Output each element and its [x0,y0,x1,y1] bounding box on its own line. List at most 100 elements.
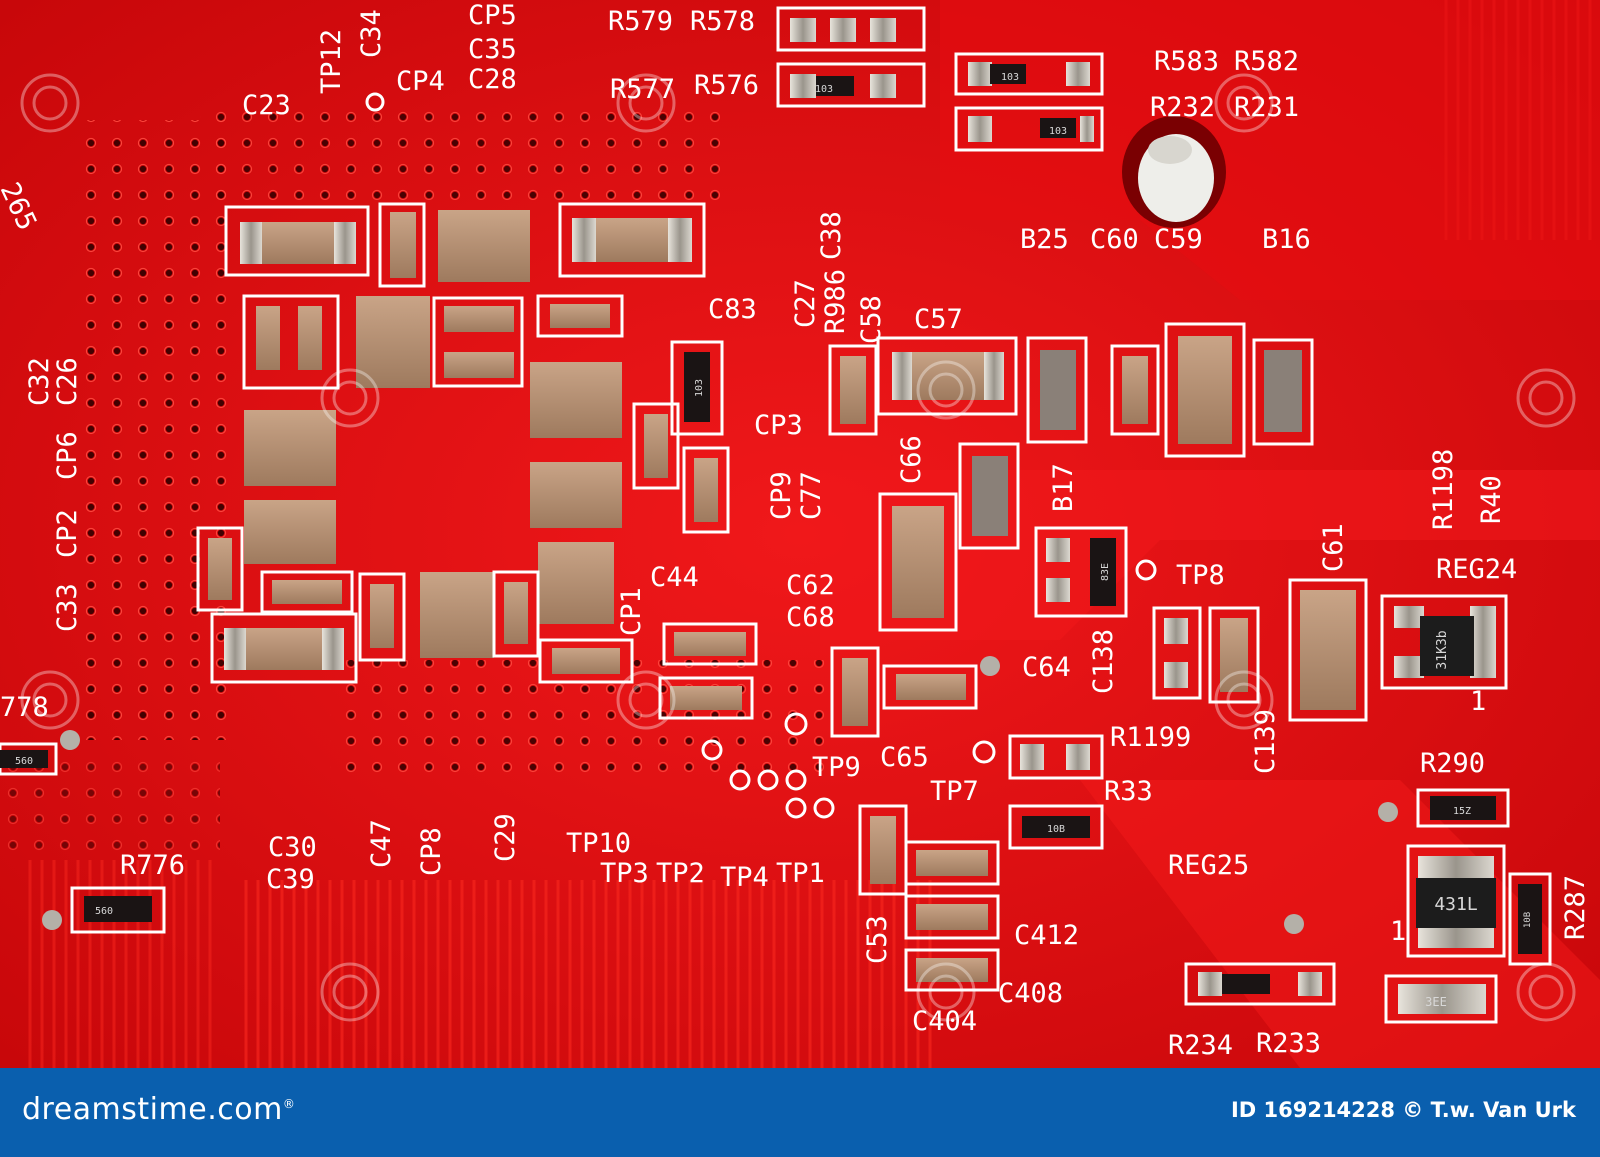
silkscreen-label: C53 [862,915,893,964]
silkscreen-label: R579 [608,6,673,37]
silkscreen-label: B25 [1020,224,1069,255]
silkscreen-label: REG25 [1168,850,1249,881]
silkscreen-label: 1 [1470,686,1486,717]
silkscreen-label: CP1 [616,587,647,636]
silkscreen-label: C65 [880,742,929,773]
credit-bar: dreamstime.com® ID 169214228 © T.w. Van … [0,1068,1600,1157]
watermark-overlay [20,73,1576,1022]
silkscreen-label: B16 [1262,224,1311,255]
silkscreen-label: CP6 [52,431,83,480]
silkscreen-label: C60 [1090,224,1139,255]
silkscreen-label: TP7 [930,776,979,807]
silkscreen-label: C44 [650,562,699,593]
silkscreen-label: R583 [1154,46,1219,77]
chip-marking: 10B [1047,824,1065,835]
silkscreen-label: C38 [816,211,847,260]
silkscreen-label: C61 [1318,523,1349,572]
silkscreen-label: C64 [1022,652,1071,683]
silkscreen-label: C23 [242,90,291,121]
silkscreen-label: C62 [786,570,835,601]
silkscreen-label: R578 [690,6,755,37]
chip-marking: 103 [694,379,705,397]
silkscreen-label: R40 [1476,475,1507,524]
silkscreen-label: R33 [1104,776,1153,807]
silkscreen-label: R776 [120,850,185,881]
silkscreen-label: R582 [1234,46,1299,77]
silkscreen-label: C33 [52,583,83,632]
silkscreen-label: R232 [1150,92,1215,123]
silkscreen-label: R986 [820,269,851,334]
silkscreen-label: 1 [1390,916,1406,947]
silkscreen-label: C138 [1088,629,1119,694]
silkscreen-label: TP1 [776,858,825,889]
silkscreen-label: 778 [0,692,49,723]
silkscreen-label: C77 [796,471,827,520]
chip-marking: 103 [1049,126,1067,137]
silkscreen-label: C412 [1014,920,1079,951]
silkscreen-label: C26 [52,357,83,406]
image-id-credit: ID 169214228 © T.w. Van Urk [1230,1098,1576,1122]
silkscreen-label: R1198 [1428,449,1459,530]
chip-marking: 3EE [1425,995,1447,1009]
silkscreen-label: CP3 [754,410,803,441]
silkscreen-label: REG24 [1436,554,1517,585]
silkscreen-label: TP2 [656,858,705,889]
silkscreen-label: R233 [1256,1028,1321,1059]
chip-markings: 103 103 103 103 560 560 10B 10B 15Z 3EE 31K3b 431L 8… [15,72,1533,1009]
silkscreen-label: C32 [24,357,55,406]
silkscreen-label: C30 [268,832,317,863]
silkscreen-label: R234 [1168,1030,1233,1061]
silkscreen-label: R287 [1560,875,1591,940]
silkscreen-label: C39 [266,864,315,895]
chip-marking: 31K3b [1435,630,1450,669]
silkscreen-label: C139 [1250,709,1281,774]
silkscreen-label: CP4 [396,66,445,97]
silkscreen-label: C57 [914,304,963,335]
chip-marking: 103 [1001,72,1019,83]
chip-marking: 560 [95,906,113,917]
silkscreen-label: TP12 [316,29,347,94]
chip-marking: 431L [1434,894,1478,915]
silkscreen-label: C58 [856,295,887,344]
dreamstime-logo: dreamstime.com® [22,1092,295,1127]
silkscreen-label: CP2 [52,509,83,558]
registered-mark: ® [282,1097,296,1111]
silkscreen-label: C27 [790,279,821,328]
silkscreen-label: TP4 [720,862,769,893]
brand-text: dreamstime.com [22,1092,283,1127]
silkscreen-label: CP5 [468,0,517,31]
silkscreen-label: TP10 [566,828,631,859]
chip-marking: 560 [15,756,33,767]
silkscreen-label: C66 [896,435,927,484]
silkscreen-label: C34 [356,9,387,58]
silkscreen-label: C47 [366,819,397,868]
silkscreen-label: TP8 [1176,560,1225,591]
chip-marking: 103 [815,84,833,95]
silkscreen-label: C404 [912,1006,977,1037]
silkscreen-label: R1199 [1110,722,1191,753]
silkscreen-label: CP9 [766,471,797,520]
via-field-left [0,100,830,860]
components [0,6,1552,1024]
silkscreen-label: CP8 [416,827,447,876]
silkscreen-label: C68 [786,602,835,633]
chip-marking: 83E [1100,563,1111,581]
silkscreen-label: C83 [708,294,757,325]
chip-marking: 10B [1523,912,1533,928]
silkscreen-label: R290 [1420,748,1485,779]
silkscreen-label: C408 [998,978,1063,1009]
silkscreen-label: C59 [1154,224,1203,255]
silkscreen-label: R231 [1234,92,1299,123]
silkscreen-label: TP9 [812,752,861,783]
silkscreen-label: C29 [490,813,521,862]
silkscreen-label: R577 [610,74,675,105]
silkscreen-label: R576 [694,70,759,101]
chip-marking: 15Z [1453,806,1471,817]
silkscreen-label: C28 [468,64,517,95]
silkscreen-label: C35 [468,34,517,65]
silkscreen-label: B17 [1048,463,1079,512]
silkscreen-label: TP3 [600,858,649,889]
